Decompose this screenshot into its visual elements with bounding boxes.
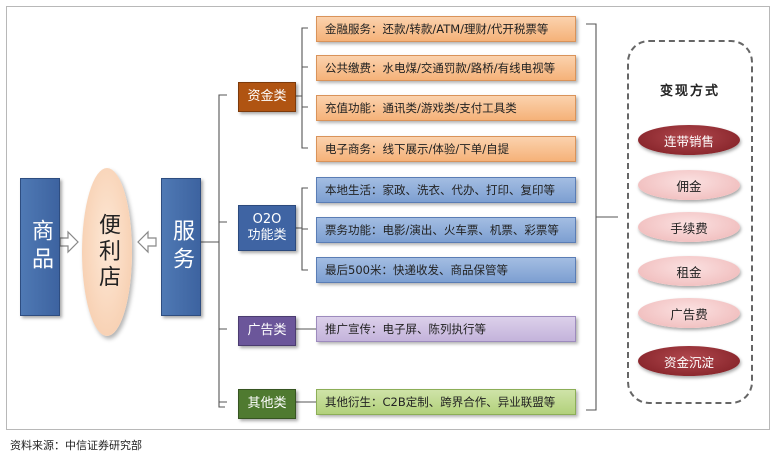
item-finance-service: 金融服务：还款/转款/ATM/理财/代开税票等 bbox=[316, 16, 576, 42]
item-ecommerce: 电子商务：线下展示/体验/下单/自提 bbox=[316, 136, 576, 162]
item-ticketing: 票务功能：电影/演出、火车票、机票、彩票等 bbox=[316, 217, 576, 243]
category-o2o-line1: O2O bbox=[252, 212, 282, 227]
category-other: 其他类 bbox=[238, 389, 296, 419]
source-note: 资料来源：中信证券研究部 bbox=[10, 439, 142, 452]
item-recharge: 充值功能：通讯类/游戏类/支付工具类 bbox=[316, 95, 576, 121]
method-rent: 租金 bbox=[638, 256, 740, 286]
method-fund-deposit: 资金沉淀 bbox=[638, 346, 740, 376]
category-o2o: O2O 功能类 bbox=[238, 205, 296, 251]
category-finance: 资金类 bbox=[238, 82, 296, 112]
method-ad-fee: 广告费 bbox=[638, 298, 740, 328]
item-last-500m: 最后500米：快递收发、商品保管等 bbox=[316, 257, 576, 283]
item-promotion: 推广宣传：电子屏、陈列执行等 bbox=[316, 316, 576, 342]
item-derivative: 其他衍生：C2B定制、跨界合作、异业联盟等 bbox=[316, 389, 576, 415]
monetization-panel bbox=[627, 40, 753, 404]
category-o2o-line2: 功能类 bbox=[247, 228, 287, 243]
method-commission: 佣金 bbox=[638, 170, 740, 200]
item-public-payment: 公共缴费：水电煤/交通罚款/路桥/有线电视等 bbox=[316, 55, 576, 81]
goods-box: 商品 bbox=[20, 178, 60, 316]
store-oval: 便利店 bbox=[82, 168, 132, 336]
monetization-title: 变现方式 bbox=[659, 84, 720, 99]
method-handling-fee: 手续费 bbox=[638, 212, 740, 242]
service-box: 服务 bbox=[161, 178, 201, 316]
category-ad: 广告类 bbox=[238, 316, 296, 346]
method-bundled-sales: 连带销售 bbox=[638, 125, 740, 155]
item-local-life: 本地生活：家政、洗衣、代办、打印、复印等 bbox=[316, 177, 576, 203]
